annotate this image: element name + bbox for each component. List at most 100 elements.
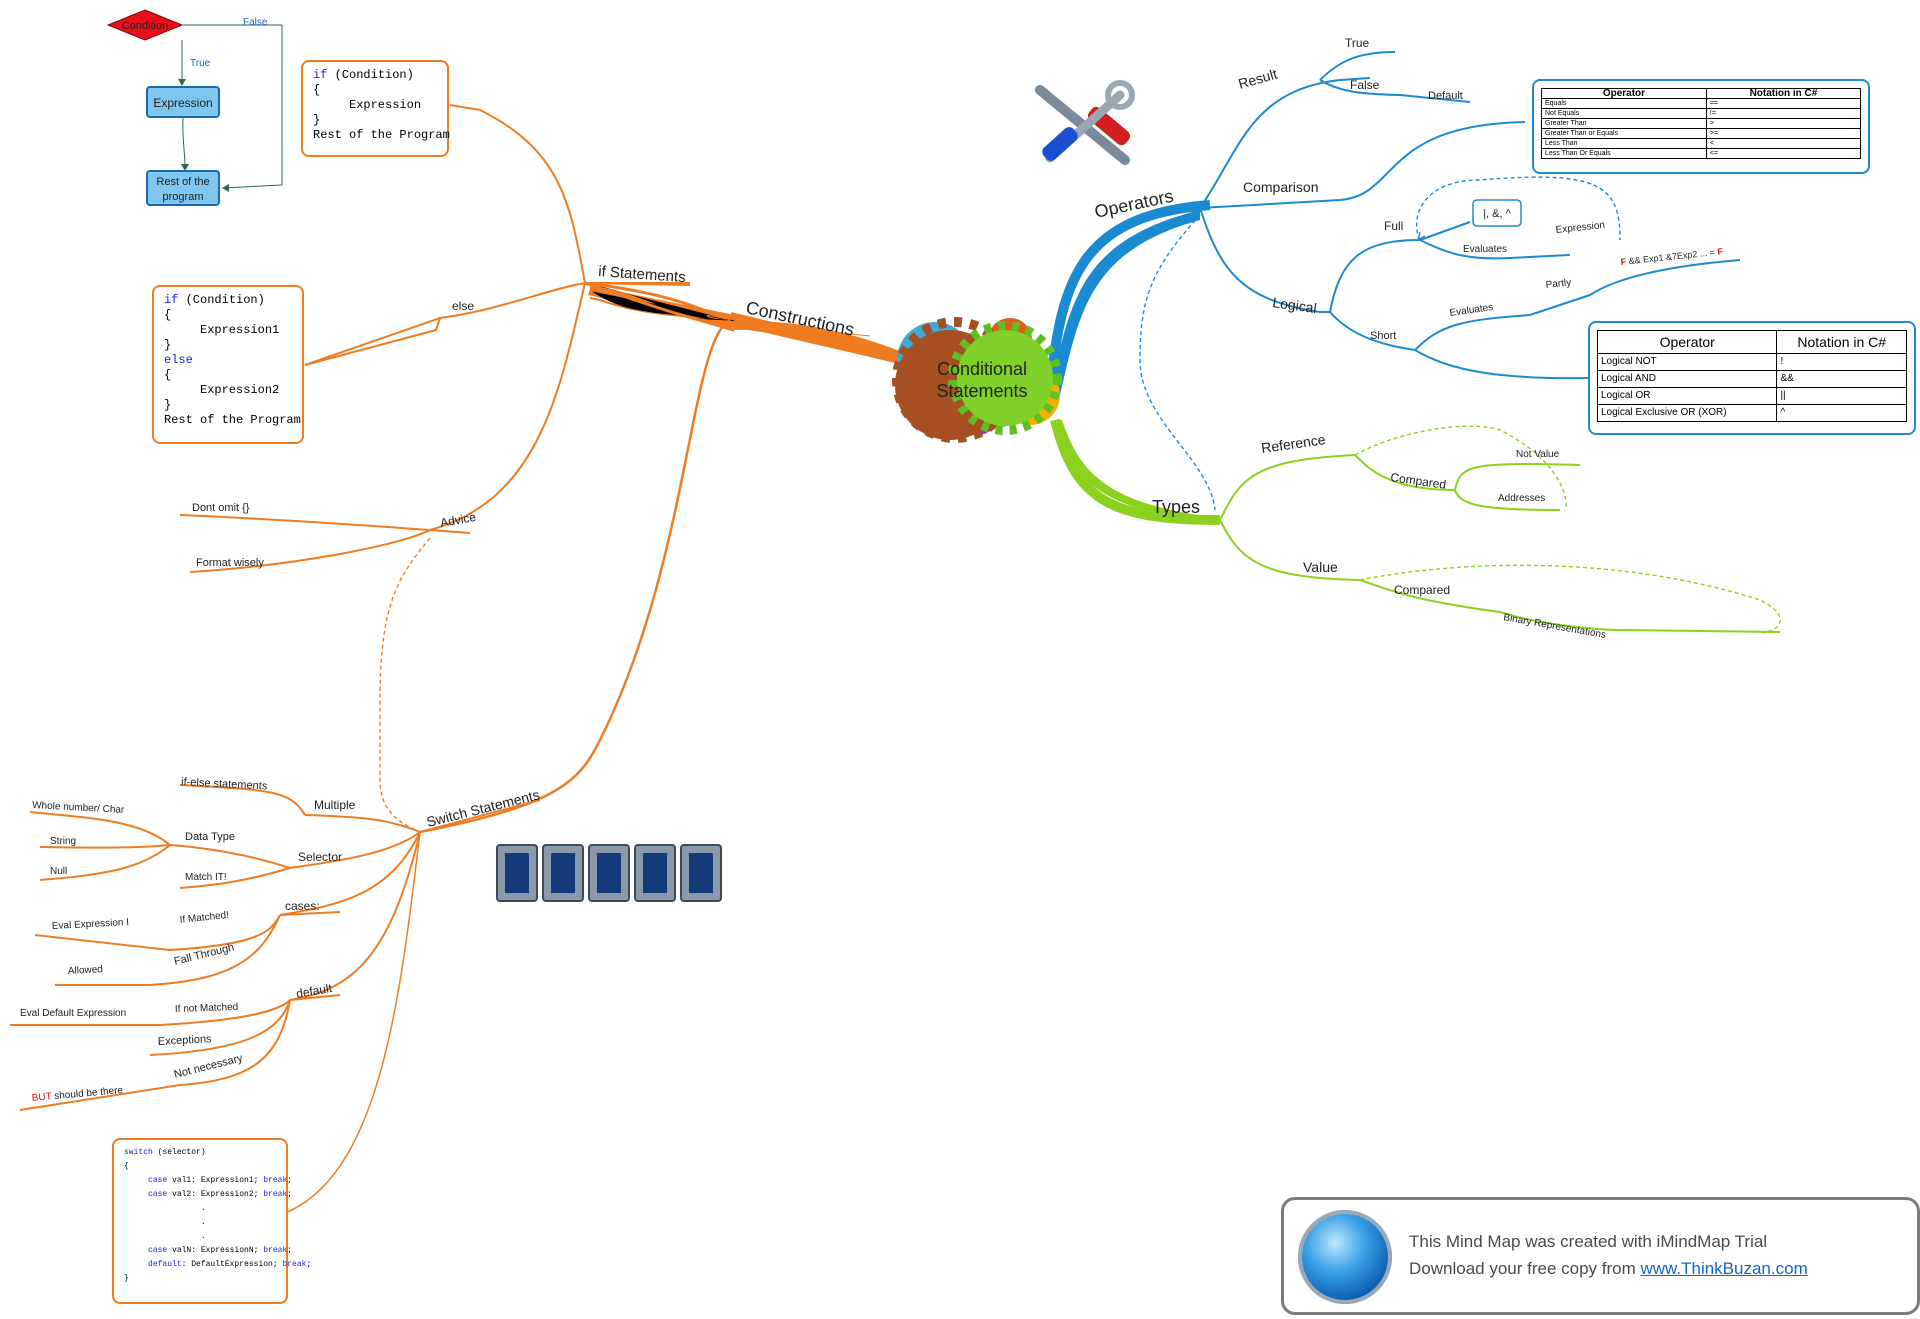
switch-statements-label: Switch Statements	[425, 786, 541, 830]
selector-label: Selector	[298, 850, 342, 864]
code-break-kw: break	[263, 1176, 288, 1185]
table-header: Notation in C#	[1776, 330, 1907, 354]
multiple-label: Multiple	[314, 798, 356, 812]
compared-label: Compared	[1390, 470, 1447, 492]
code-dot: .	[200, 1218, 206, 1227]
table-cell: Less Than	[1541, 138, 1707, 149]
table-cell: Logical NOT	[1596, 353, 1778, 371]
reference-label: Reference	[1260, 431, 1326, 456]
table-header: Notation in C#	[1705, 88, 1862, 99]
binary-representations-label: Binary Representations	[1502, 612, 1606, 641]
code-val2: val2: Expression2;	[167, 1190, 264, 1199]
code-if-cond: (Condition)	[178, 293, 265, 307]
flow-rest-line2: program	[163, 191, 204, 203]
code-val1: val1: Expression1;	[167, 1176, 264, 1185]
result-label: Result	[1236, 66, 1279, 92]
table-cell: Greater Than or Equals	[1541, 128, 1707, 139]
table-header: Operator	[1541, 88, 1707, 99]
gears-icon	[892, 317, 1062, 443]
flowchart: Condition False True Expression Rest of …	[106, 9, 283, 206]
addresses-label: Addresses	[1498, 493, 1545, 504]
if-not-matched-label: If not Matched	[175, 1002, 239, 1015]
comparison-table: Operator Notation in C# Equals== Not Equ…	[1532, 79, 1870, 174]
partly-label: Partly	[1545, 277, 1572, 291]
center-title-line1: Conditional	[937, 359, 1027, 379]
code-break-kw: break	[263, 1246, 288, 1255]
if-matched-label: If Matched!	[179, 910, 229, 926]
table-cell: >=	[1705, 128, 1862, 139]
if-else-statements-label: if-else statements	[181, 776, 268, 793]
advice-item: Format wisely	[196, 557, 264, 569]
data-type-item: Null	[50, 866, 67, 877]
table-row: Logical NOT!	[1596, 353, 1907, 371]
data-type-item: Whole number/ Char	[32, 800, 125, 816]
logical-label: Logical	[1272, 294, 1318, 316]
watermark-text: This Mind Map was created with iMindMap …	[1409, 1228, 1808, 1282]
full-label: Full	[1384, 219, 1403, 233]
code-valn: valN: ExpressionN;	[167, 1246, 264, 1255]
code-case-kw: case	[148, 1176, 168, 1185]
table-row: Logical OR||	[1596, 387, 1907, 405]
logical-table: Operator Notation in C# Logical NOT! Log…	[1588, 321, 1916, 435]
tools-icon	[1035, 80, 1135, 165]
full-ops-box	[1472, 199, 1522, 227]
table-row: Logical AND&&	[1596, 370, 1907, 388]
condition-diamond	[106, 9, 184, 41]
flow-expression-label: Expression	[153, 96, 212, 110]
code-if-kw: if	[164, 293, 179, 307]
code-switch-kw: switch	[124, 1148, 153, 1157]
code-if-kw: if	[313, 68, 328, 82]
code-close: }	[313, 113, 321, 127]
value-label: Value	[1303, 559, 1338, 575]
table-cell: >	[1705, 118, 1862, 129]
code-rest: Rest of the Program	[313, 128, 450, 142]
code-close: }	[164, 338, 172, 352]
flow-rest-line1: Rest of the	[156, 176, 209, 188]
evaluates-label: Evaluates	[1449, 302, 1494, 319]
evaluates-label: Evaluates	[1463, 244, 1507, 255]
table-cell: ^	[1776, 404, 1907, 422]
exceptions-label: Exceptions	[158, 1033, 213, 1048]
code-open: {	[164, 368, 172, 382]
else-code-box: if (Condition) { Expression1 } else { Ex…	[152, 285, 304, 444]
short-label: Short	[1370, 330, 1396, 342]
types-label: Types	[1152, 497, 1200, 517]
flow-true-label: True	[190, 58, 211, 69]
table-row: Greater Than or Equals>=	[1541, 128, 1862, 139]
code-close: }	[124, 1274, 129, 1283]
table-cell: ||	[1776, 387, 1907, 405]
data-type-item: String	[50, 836, 76, 847]
full-ops-label: |, &, ^	[1483, 208, 1511, 220]
table-cell: <	[1705, 138, 1862, 149]
table-cell: !=	[1705, 108, 1862, 119]
eval-default-label: Eval Default Expression	[20, 1008, 126, 1019]
table-row: Greater Than>	[1541, 118, 1862, 129]
code-open: {	[124, 1162, 129, 1171]
allowed-label: Allowed	[68, 964, 104, 977]
table-cell: Less Than Or Equals	[1541, 148, 1707, 159]
not-necessary-label: Not necessary	[173, 1052, 245, 1081]
table-cell: Not Equals	[1541, 108, 1707, 119]
imindmap-logo-icon	[1298, 1210, 1392, 1304]
comparison-label: Comparison	[1243, 179, 1318, 195]
code-open: {	[164, 308, 172, 322]
thinkbuzan-link[interactable]: www.ThinkBuzan.com	[1640, 1259, 1808, 1278]
expression-label: Expression	[1555, 220, 1605, 236]
true-label: True	[1345, 36, 1370, 50]
flow-false-label: False	[243, 17, 268, 28]
compared-label: Compared	[1394, 583, 1450, 597]
default-label: default	[295, 981, 334, 1001]
code-expression2: Expression2	[164, 383, 280, 397]
table-row: Logical Exclusive OR (XOR)^	[1596, 404, 1907, 422]
advice-item: Dont omit {}	[192, 502, 250, 514]
flow-condition-label: Condition	[122, 20, 168, 32]
fall-through-label: Fall Through	[173, 941, 236, 968]
code-case-kw: case	[148, 1246, 168, 1255]
table-row: Less Than<	[1541, 138, 1862, 149]
code-if-cond: (Condition)	[327, 68, 414, 82]
table-cell: Logical OR	[1596, 387, 1778, 405]
default-result-label: Default	[1428, 90, 1463, 102]
table-cell: <=	[1705, 148, 1862, 159]
code-expression: Expression	[313, 98, 422, 112]
code-case-kw: case	[148, 1190, 168, 1199]
